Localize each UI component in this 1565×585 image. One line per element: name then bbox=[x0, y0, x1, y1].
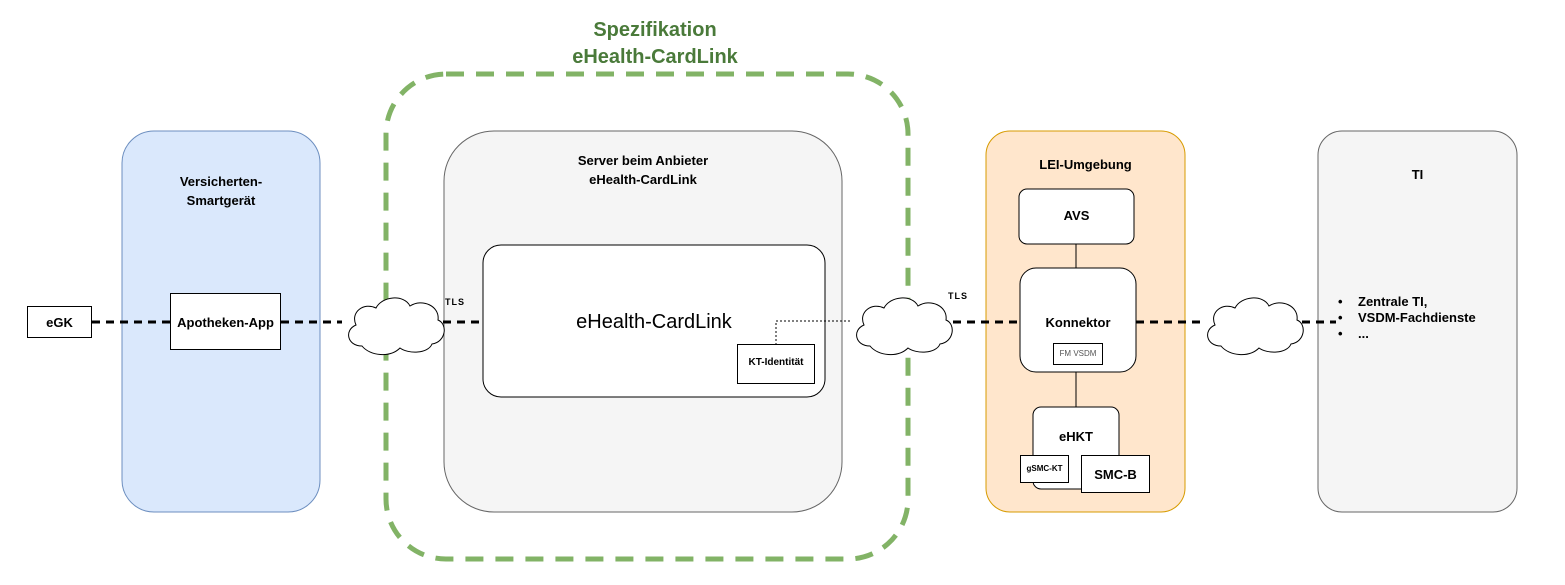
lei-title: LEI-Umgebung bbox=[1039, 157, 1132, 172]
versicherten-title-line1: Versicherten- bbox=[179, 174, 263, 189]
versicherten-title-line2: Smartgerät bbox=[186, 193, 256, 208]
ti-list: •Zentrale TI, •VSDM-Fachdienste •... bbox=[1338, 294, 1508, 342]
ti-list-item: •VSDM-Fachdienste bbox=[1338, 310, 1476, 325]
cloud-2 bbox=[856, 297, 953, 355]
cloud-3 bbox=[1207, 297, 1304, 355]
server-title-line1: Server beim Anbieter bbox=[577, 153, 709, 168]
tls-label-2: TLS bbox=[948, 291, 968, 301]
ehealth-cardlink-label: eHealth-CardLink bbox=[576, 311, 732, 333]
diagram-title-line2: eHealth-CardLink bbox=[572, 46, 738, 68]
kt-identitaet-label: KT-Identität bbox=[748, 357, 804, 368]
kt-identitaet-box: KT-Identität bbox=[737, 344, 815, 384]
konnektor-box bbox=[1019, 267, 1137, 373]
smc-b-box: SMC-B bbox=[1081, 455, 1150, 493]
gsmc-kt-label: gSMC-KT bbox=[1026, 464, 1063, 473]
ehkt-label: eHKT bbox=[1059, 429, 1093, 444]
ti-title: TI bbox=[1411, 167, 1424, 182]
gsmc-kt-box: gSMC-KT bbox=[1020, 455, 1069, 483]
avs-label: AVS bbox=[1063, 208, 1090, 223]
tls-label-1: TLS bbox=[445, 297, 465, 307]
ti-list-item: •Zentrale TI, bbox=[1338, 294, 1428, 309]
fm-vsdm-label: FM VSDM bbox=[1059, 349, 1097, 358]
cloud-1 bbox=[348, 297, 445, 355]
fm-vsdm-box: FM VSDM bbox=[1053, 343, 1103, 365]
ti-list-item: •... bbox=[1338, 326, 1369, 341]
diagram-title-line1: Spezifikation bbox=[593, 19, 717, 41]
smc-b-label: SMC-B bbox=[1094, 467, 1137, 482]
egk-label: eGK bbox=[46, 315, 73, 330]
apotheken-app-label: Apotheken-App bbox=[177, 315, 274, 330]
server-title-line2: eHealth-CardLink bbox=[589, 172, 697, 187]
konnektor-label: Konnektor bbox=[1045, 315, 1111, 330]
egk-box: eGK bbox=[27, 306, 92, 338]
apotheken-app-box: Apotheken-App bbox=[170, 293, 281, 350]
